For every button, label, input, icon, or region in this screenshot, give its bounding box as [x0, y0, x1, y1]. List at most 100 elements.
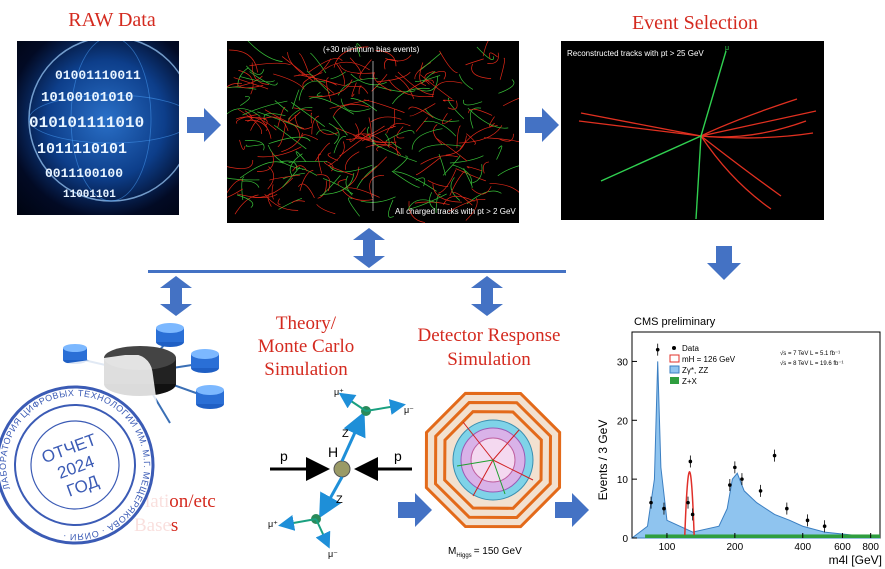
data-point	[649, 500, 653, 505]
track-line	[227, 188, 243, 198]
track-line	[499, 57, 505, 80]
track-line	[316, 121, 339, 135]
track-line	[431, 70, 447, 80]
track-line	[465, 58, 484, 66]
track-line	[370, 116, 402, 123]
track-line	[489, 183, 519, 193]
track-line	[471, 63, 492, 79]
theory-line-2: Monte Carlo	[257, 336, 355, 357]
track-line	[291, 200, 305, 204]
track-line	[327, 141, 345, 167]
y-tick-label: 0	[622, 534, 628, 545]
event-selection-title: Event Selection	[631, 12, 759, 34]
track-line	[298, 74, 337, 86]
track-line	[273, 73, 305, 90]
data-point	[785, 506, 789, 511]
mass-subscript: Higgs	[456, 553, 471, 559]
y-tick-label: 20	[617, 416, 629, 427]
track-line	[459, 125, 498, 150]
track-line	[271, 184, 274, 200]
track-line	[244, 110, 253, 122]
track-line	[235, 116, 277, 131]
track-line	[227, 177, 260, 181]
track-line	[284, 120, 301, 139]
track-line	[309, 58, 332, 78]
track-line	[391, 170, 420, 188]
updown-arrow-icon	[471, 276, 503, 316]
mass-value: = 150 GeV	[474, 546, 522, 557]
track-line	[257, 146, 302, 158]
x-tick-label: 600	[834, 542, 851, 553]
legend-zz: Zγ*, ZZ	[682, 366, 708, 375]
track-line	[449, 155, 484, 164]
zx-background	[645, 534, 880, 538]
x-axis-label: m4l [GeV]	[829, 553, 882, 567]
event-selection-image: Reconstructed tracks with pt > 25 GeV μ	[561, 41, 824, 220]
track-line	[482, 41, 489, 57]
track-line	[282, 172, 305, 180]
event-display-image: (+30 minimum bias events) All charged tr…	[227, 41, 519, 223]
right-arrow-icon	[525, 108, 559, 142]
track-line	[227, 159, 254, 169]
theory-line-3: Simulation	[264, 359, 348, 380]
raw-data-image: 01001110011 10100101010 010101111010 101…	[17, 41, 179, 215]
track-line	[244, 119, 272, 139]
track-line	[289, 153, 303, 176]
track-line	[288, 111, 301, 122]
track-line	[419, 74, 453, 100]
track-line	[236, 114, 258, 124]
track-line	[335, 63, 345, 86]
track-line	[298, 80, 326, 101]
mass-histogram: CMS preliminary Events / 3 GeV m4l [GeV]…	[596, 316, 882, 567]
track-line	[488, 52, 498, 60]
track-line	[483, 137, 519, 143]
theory-line-1: Theory/	[275, 313, 337, 334]
right-arrow-icon	[555, 493, 589, 527]
track-line	[324, 61, 370, 71]
track-line	[419, 53, 441, 71]
track-line	[466, 190, 502, 205]
track-line	[385, 54, 412, 62]
track-line	[332, 104, 369, 117]
track-line	[277, 198, 281, 205]
track-line	[373, 72, 392, 92]
track-line	[415, 117, 428, 132]
track-line	[325, 160, 334, 172]
track-line	[239, 76, 275, 83]
track-line	[397, 71, 435, 95]
legend-data: Data	[682, 344, 699, 353]
track-line	[415, 177, 426, 187]
event-display-bottom-caption: All charged tracks with pt > 2 GeV	[395, 207, 516, 216]
track-line	[249, 62, 291, 67]
track-line	[227, 179, 244, 194]
track-line	[233, 77, 269, 90]
track-line	[438, 169, 457, 194]
track-line	[295, 151, 307, 162]
x-tick-label: 800	[862, 542, 879, 553]
track-line	[452, 164, 473, 185]
signal-peak	[684, 471, 695, 536]
mass-label: M	[448, 546, 456, 557]
updown-arrow-icon	[353, 228, 385, 268]
x-tick-label: 400	[794, 542, 811, 553]
track-line	[375, 49, 397, 67]
track-line	[298, 183, 315, 199]
track-line	[327, 152, 338, 161]
track-line	[415, 156, 442, 176]
binary-line-5: 0011100100	[45, 166, 123, 181]
track-line	[257, 151, 274, 172]
track-line	[466, 166, 483, 172]
track-line	[443, 196, 475, 205]
track-line	[345, 151, 360, 170]
binary-line-1: 01001110011	[55, 68, 141, 83]
track-line	[393, 136, 399, 157]
track-line	[366, 117, 372, 141]
track-line	[469, 107, 482, 129]
track-line	[447, 100, 458, 110]
track-line	[246, 65, 265, 75]
track-line	[274, 100, 289, 112]
data-point	[740, 477, 744, 481]
down-arrow-icon	[707, 246, 741, 280]
track-line	[375, 85, 416, 93]
track-line	[496, 145, 503, 160]
